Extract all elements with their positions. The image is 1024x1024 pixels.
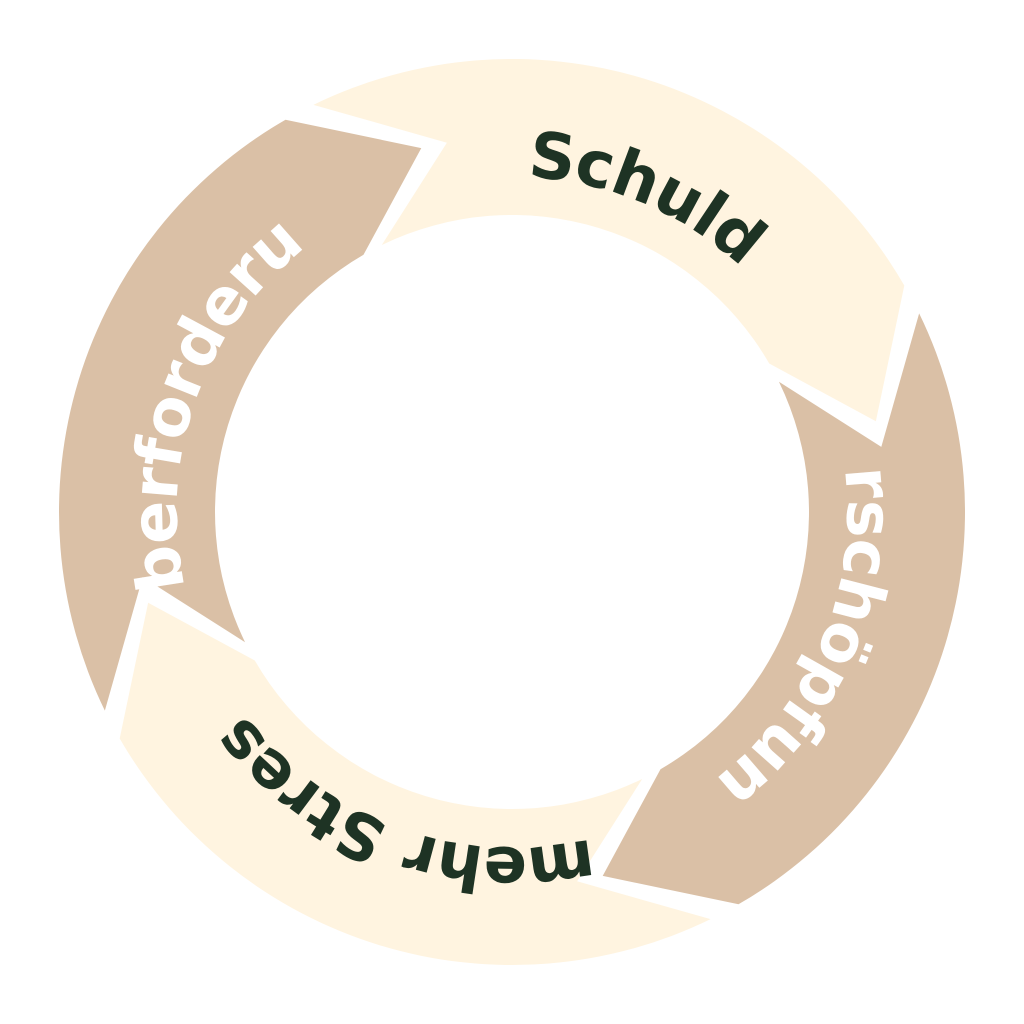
segment-schuld <box>313 59 905 422</box>
segment-mehr-stress <box>119 602 711 965</box>
segment-erschoepfung <box>602 313 965 905</box>
segment-ueberforderung <box>59 119 422 711</box>
